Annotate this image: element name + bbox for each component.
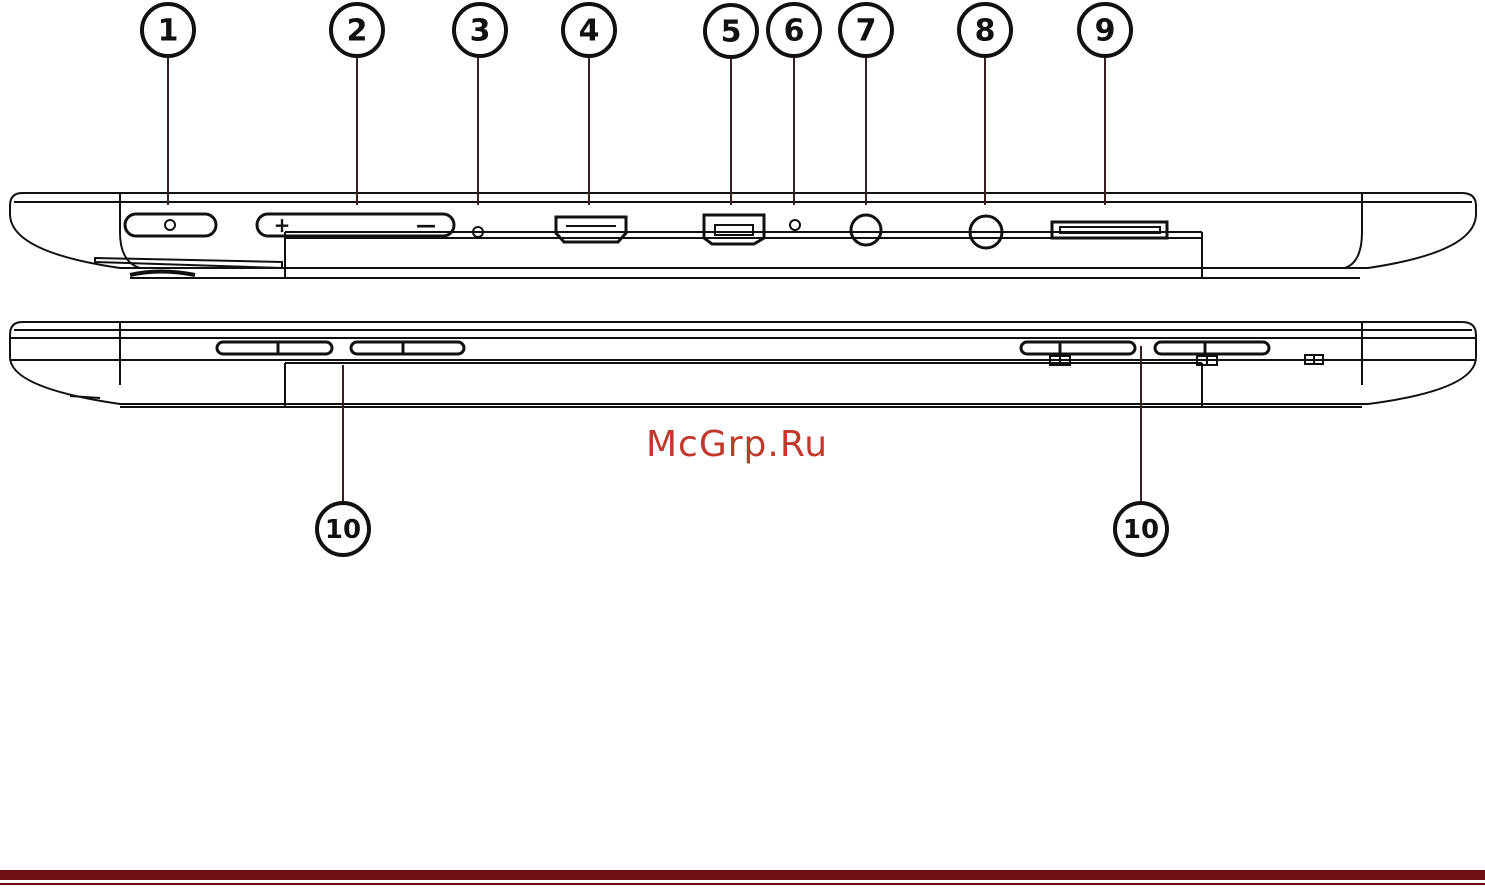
callout-2-label: 2 — [347, 14, 368, 49]
callout-3-label: 3 — [470, 14, 491, 49]
speaker-grille-right — [1021, 342, 1269, 354]
callout-8-label: 8 — [975, 14, 996, 49]
volume-minus-label: — — [416, 213, 436, 237]
speaker-grille-left — [217, 342, 464, 354]
callout-9: 9 — [1079, 4, 1131, 56]
callout-9-label: 9 — [1095, 14, 1116, 49]
callout-6: 6 — [768, 4, 820, 56]
volume-plus-label: + — [274, 213, 291, 237]
callout-5: 5 — [705, 5, 757, 57]
usb-port — [704, 215, 764, 244]
power-button — [125, 214, 216, 236]
callout-8: 8 — [959, 4, 1011, 56]
callout-10-right: 10 — [1115, 503, 1167, 555]
callout-3: 3 — [454, 4, 506, 56]
audio-jack — [851, 215, 881, 245]
callout-4-label: 4 — [579, 14, 600, 49]
callout-4: 4 — [563, 4, 615, 56]
card-slot — [1052, 222, 1167, 238]
callout-2: 2 — [331, 4, 383, 56]
callout-5-label: 5 — [721, 15, 742, 50]
footer-bar — [0, 870, 1485, 880]
reset-hole — [790, 220, 800, 230]
callout-1-label: 1 — [158, 14, 179, 49]
bottom-edge-view — [10, 322, 1476, 407]
callout-1: 1 — [142, 4, 194, 56]
callout-7: 7 — [840, 4, 892, 56]
callout-6-label: 6 — [784, 14, 805, 49]
footer-line — [0, 883, 1485, 885]
callout-10-left-label: 10 — [325, 515, 361, 545]
watermark-text: McGrp.Ru — [646, 424, 828, 465]
callout-10-left: 10 — [317, 503, 369, 555]
callout-7-label: 7 — [856, 14, 877, 49]
callout-10-right-label: 10 — [1123, 515, 1159, 545]
